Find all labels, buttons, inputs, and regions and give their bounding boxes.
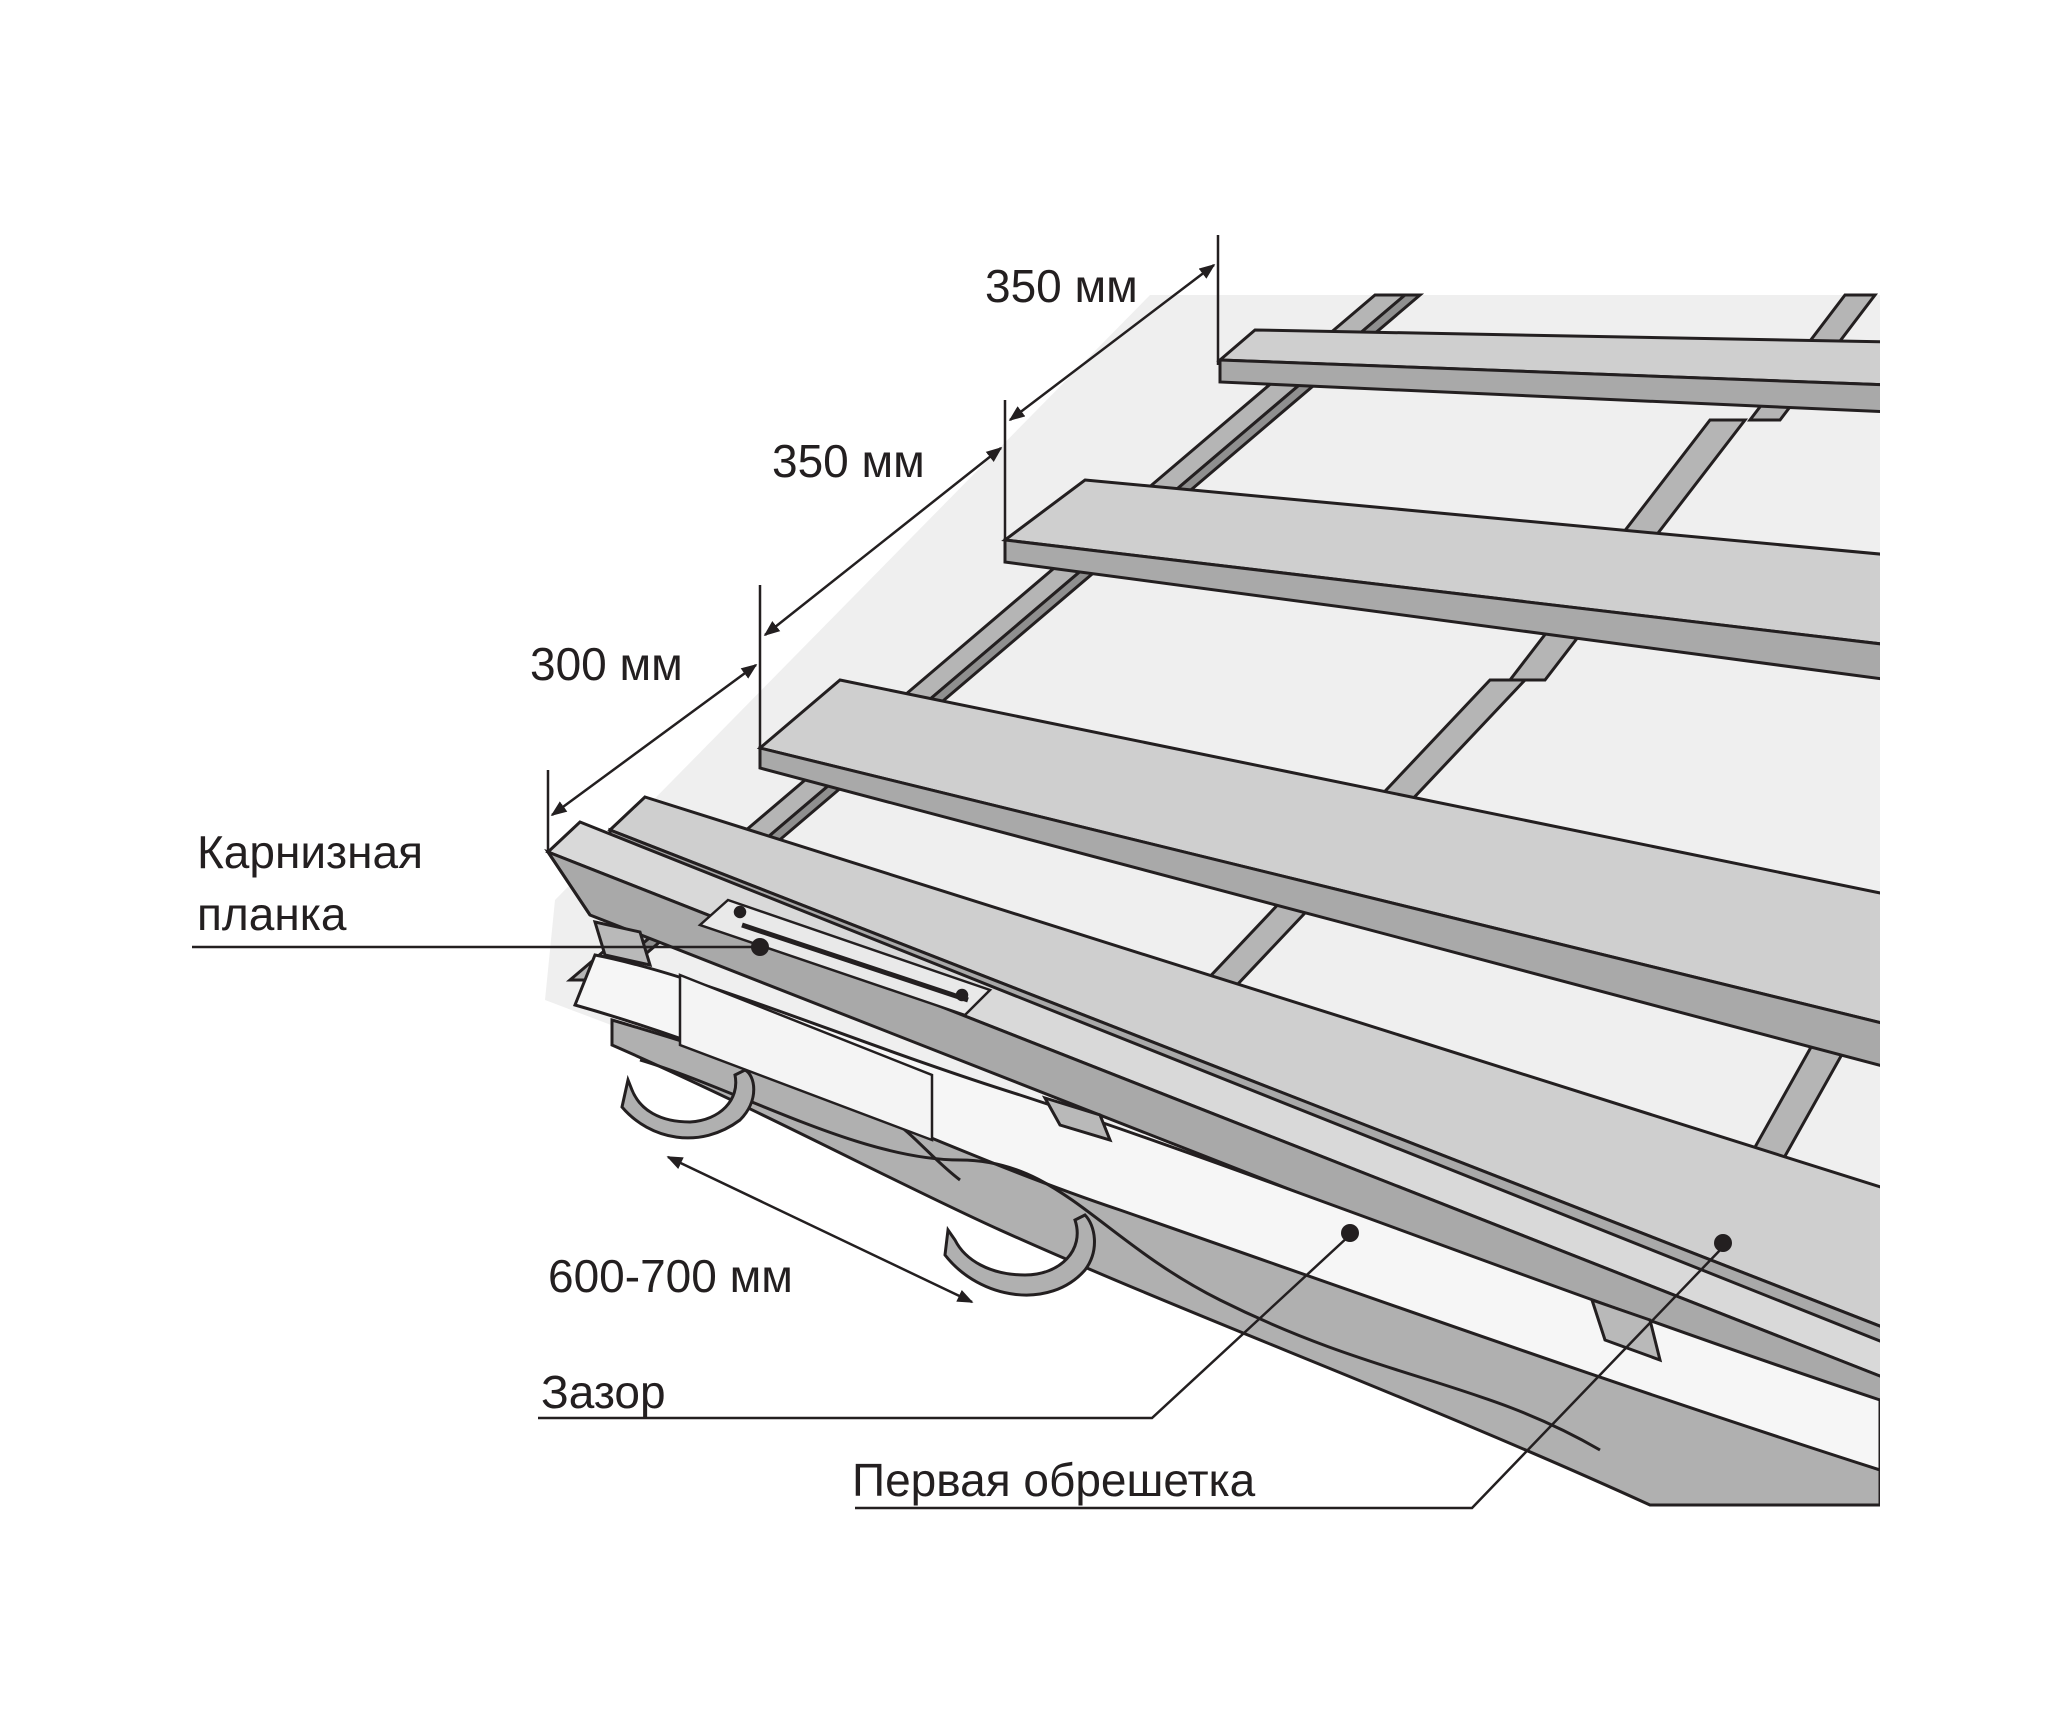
gap-label: Зазор <box>541 1366 666 1418</box>
leader-first-batten <box>855 1246 1724 1510</box>
dimension-arrow-top <box>1008 264 1216 421</box>
connector-plate <box>678 898 993 1142</box>
eaves-plank-label-line2: планка <box>197 888 347 940</box>
dimension-arrow-middle <box>763 447 1003 636</box>
first-batten-label: Первая обрешетка <box>852 1454 1256 1506</box>
dimension-arrow-bottom <box>550 663 758 817</box>
bracket-spacing-label: 600-700 мм <box>548 1250 793 1302</box>
batten-third <box>756 678 1880 1067</box>
support-left <box>592 919 653 968</box>
leader-lines <box>192 938 1732 1510</box>
bracket-left <box>620 1068 756 1140</box>
gutter-brackets <box>620 1068 1096 1297</box>
dimension-label-top: 350 мм <box>985 260 1138 312</box>
batten-top <box>1216 328 1880 414</box>
eaves-supports <box>592 919 1663 1363</box>
eaves-plank-label-line1: Карнизная <box>197 826 423 878</box>
batten-middle <box>1001 478 1880 681</box>
gutter-wave <box>639 1058 1601 1452</box>
battens <box>544 328 1880 1423</box>
dimension-arrow-brackets <box>666 1155 974 1304</box>
dimension-label-middle: 350 мм <box>772 435 925 487</box>
support-right <box>1589 1297 1663 1363</box>
support-middle <box>1041 1095 1113 1143</box>
bracket-right <box>943 1213 1096 1297</box>
dimension-label-bottom: 300 мм <box>530 638 683 690</box>
dimension-lines <box>546 235 1220 1304</box>
labels: 350 мм 350 мм 300 мм Карнизная планка 60… <box>197 260 1256 1506</box>
leader-gap <box>538 1234 1351 1420</box>
